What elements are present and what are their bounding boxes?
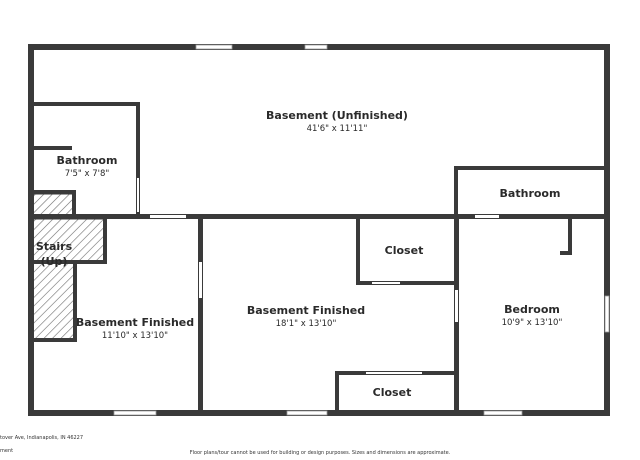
room-label-basement-unfinished: Basement (Unfinished)	[266, 109, 408, 122]
room-label-closet-upper: Closet	[385, 244, 424, 257]
room-label-basement-finished-center: Basement Finished	[247, 304, 365, 317]
interior-walls	[28, 102, 610, 415]
room-label-stairs-line1: Stairs	[36, 240, 73, 253]
door-openings	[137, 178, 499, 374]
room-label-bathroom-right: Bathroom	[500, 187, 561, 200]
footer-disclaimer: Floor plans/tour cannot be used for buil…	[190, 450, 451, 456]
room-label-bathroom-left: Bathroom	[57, 154, 118, 167]
room-dims-bedroom: 10'9" x 13'10"	[502, 318, 563, 328]
room-dims-basement-unfinished: 41'6" x 11'11"	[307, 124, 368, 134]
outer-walls	[28, 44, 610, 416]
room-dims-basement-finished-left: 11'10" x 13'10"	[102, 331, 168, 341]
room-label-basement-finished-left: Basement Finished	[76, 316, 194, 329]
windows	[113, 44, 610, 416]
room-dims-basement-finished-center: 18'1" x 13'10"	[276, 319, 337, 329]
footer-address-line2: ment	[0, 448, 13, 454]
room-dims-bathroom-left: 7'5" x 7'8"	[65, 169, 110, 179]
room-label-stairs-line2: (Up)	[41, 255, 68, 268]
room-label-bedroom: Bedroom	[504, 303, 560, 316]
footer-address: tover Ave, Indianapolis, IN 46227	[0, 435, 83, 441]
room-label-closet-lower: Closet	[373, 386, 412, 399]
stairs-hatch-upper	[32, 193, 74, 216]
